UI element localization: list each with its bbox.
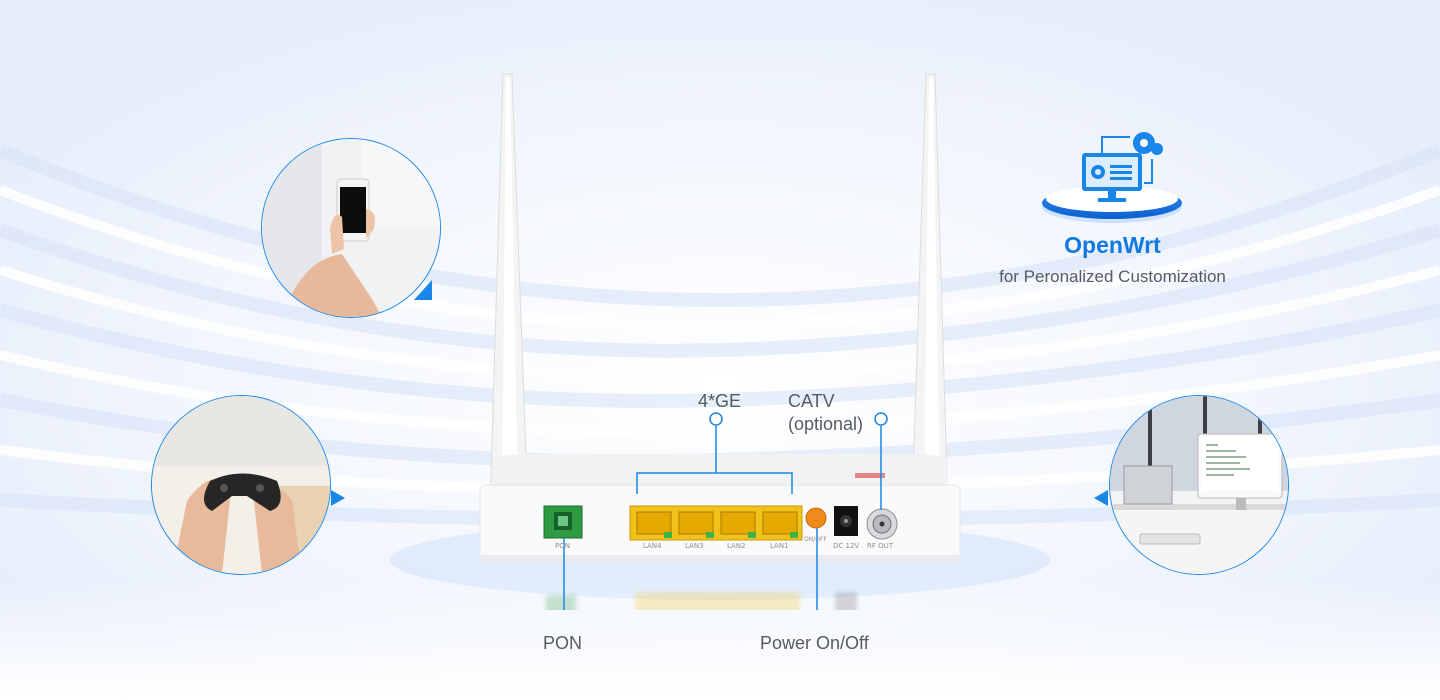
gaming-photo-circle <box>151 395 331 575</box>
phone-photo-circle <box>261 138 441 318</box>
power-button <box>805 507 827 529</box>
port-label-dc: DC 12V <box>833 542 860 550</box>
desktop-pointer-icon <box>1094 490 1108 506</box>
port-label-onoff: ON/OFF <box>804 536 827 543</box>
port-label-lan2: LAN2 <box>727 542 746 550</box>
router-device <box>479 73 961 610</box>
catv-optional-label: (optional) <box>788 414 864 434</box>
dc-jack <box>834 506 858 536</box>
gaming-pointer-icon <box>331 490 345 506</box>
pon-port <box>543 505 583 539</box>
catv-label: CATV <box>788 391 835 411</box>
left-antenna <box>489 73 529 511</box>
rf-connector <box>866 508 898 540</box>
lan-ports <box>629 505 803 541</box>
desktop-computer-photo <box>1110 396 1288 574</box>
monitor-gear-icon <box>1042 132 1182 223</box>
phone-in-hand-photo <box>262 139 440 317</box>
port-label-lan3: LAN3 <box>685 542 704 550</box>
ge-callout-dot <box>709 412 723 426</box>
openwrt-subtitle: for Peronalized Customization <box>999 267 1226 286</box>
power-label: Power On/Off <box>760 633 869 653</box>
phone-pointer-icon <box>414 280 432 300</box>
port-label-lan1: LAN1 <box>770 542 789 550</box>
openwrt-title: OpenWrt <box>1064 232 1161 258</box>
ge-label: 4*GE <box>698 391 742 411</box>
pon-label: PON <box>543 633 583 653</box>
port-label-lan4: LAN4 <box>643 542 662 550</box>
desktop-photo-circle <box>1109 395 1289 575</box>
port-label-pon: PON <box>555 542 570 550</box>
game-controller-photo <box>152 396 330 574</box>
right-antenna <box>911 73 949 511</box>
catv-callout-dot <box>874 412 888 426</box>
port-label-rf: RF OUT <box>867 542 894 550</box>
